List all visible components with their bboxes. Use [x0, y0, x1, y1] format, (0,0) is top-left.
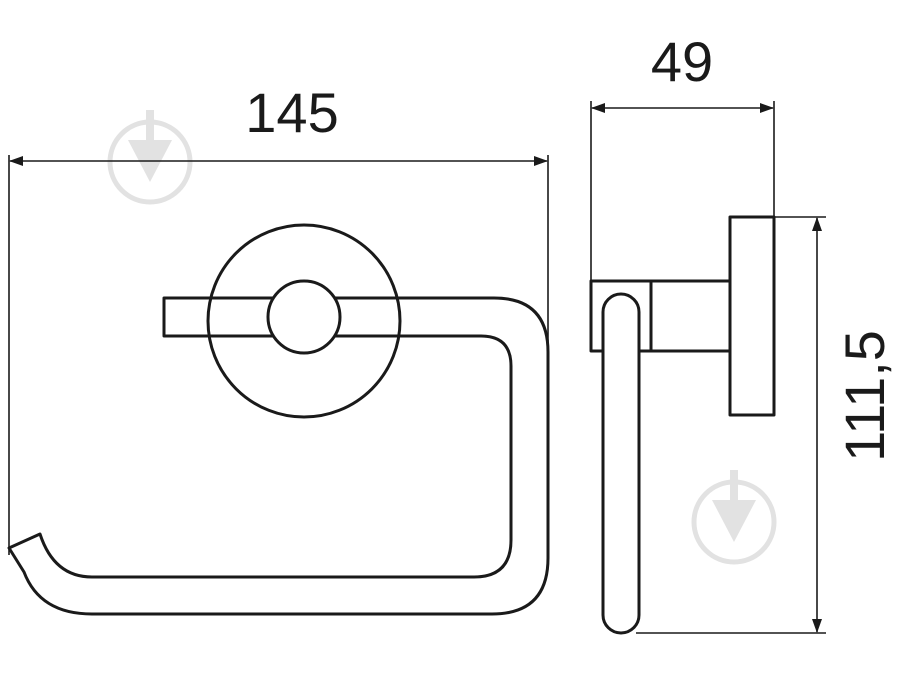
wall-plate — [728, 215, 776, 417]
connecting-arm — [589, 279, 732, 353]
height-dimension-label: 111,5 — [833, 330, 896, 462]
watermark-logo-icon — [107, 110, 193, 205]
depth-dimension-label: 49 — [651, 30, 713, 93]
front-view: 145 — [7, 81, 550, 616]
watermark-logo-icon — [691, 470, 777, 565]
roll-bar-outline — [7, 296, 550, 616]
side-view: 49 111,5 — [589, 30, 896, 635]
center-cap — [266, 279, 342, 355]
vertical-bar — [601, 292, 641, 635]
width-dimension-label: 145 — [245, 81, 338, 144]
wall-rosette — [206, 223, 402, 419]
